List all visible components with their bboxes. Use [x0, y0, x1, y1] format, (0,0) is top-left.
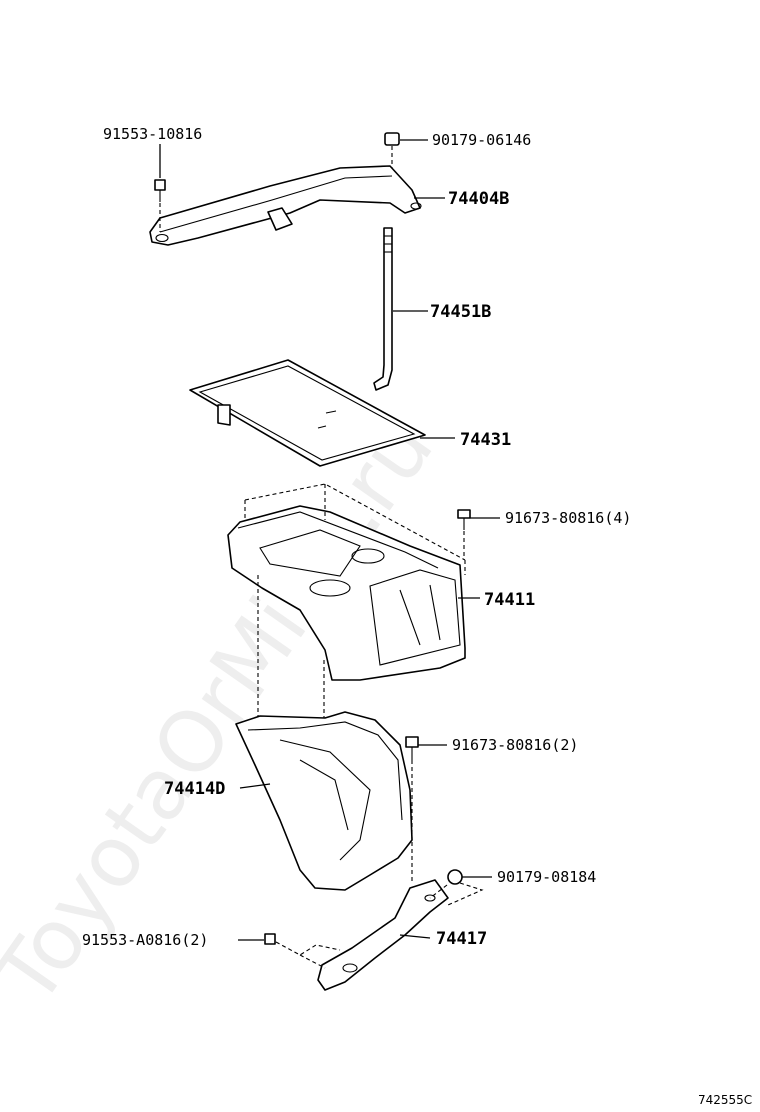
part-label-90179-08184[interactable]: 90179-08184 — [497, 868, 596, 886]
part-label-91553-A0816-2[interactable]: 91553-A0816(2) — [82, 931, 208, 949]
battery-clamp-74404B[interactable] — [149, 165, 422, 246]
part-label-91673-80816-4[interactable]: 91673-80816(4) — [505, 509, 631, 527]
bolt-icon — [405, 736, 419, 840]
bolt-icon — [154, 179, 166, 232]
part-label-91673-80816-2[interactable]: 91673-80816(2) — [452, 736, 578, 754]
part-label-74417[interactable]: 74417 — [436, 929, 487, 949]
bolt-icon — [264, 933, 341, 969]
part-label-74431[interactable]: 74431 — [460, 430, 511, 450]
part-label-74414D[interactable]: 74414D — [164, 779, 225, 799]
battery-rod-74451B[interactable] — [373, 227, 393, 391]
part-label-74404B[interactable]: 74404B — [448, 189, 509, 209]
nut-icon — [384, 132, 400, 168]
battery-cover-74411[interactable] — [227, 505, 466, 681]
leader-lines — [159, 139, 500, 941]
battery-insulator-74414D[interactable] — [235, 711, 413, 891]
part-label-74451B[interactable]: 74451B — [430, 302, 491, 322]
diagram-code: 742555C — [698, 1093, 752, 1107]
bolt-icon — [457, 509, 471, 560]
part-label-91553-10816[interactable]: 91553-10816 — [103, 125, 202, 143]
part-label-90179-06146[interactable]: 90179-06146 — [432, 131, 531, 149]
part-label-74411[interactable]: 74411 — [484, 590, 535, 610]
battery-tray-74431[interactable] — [189, 359, 426, 467]
battery-bracket-74417[interactable] — [317, 879, 449, 991]
